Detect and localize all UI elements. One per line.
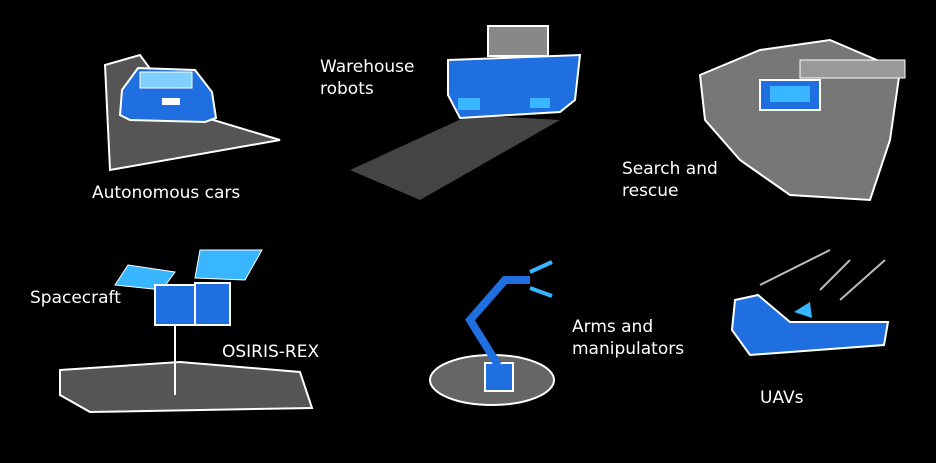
label-uavs: UAVs xyxy=(760,388,804,408)
spacecraft-illustration xyxy=(59,249,314,414)
robotic-arm-illustration xyxy=(429,260,555,406)
search-rescue-illustration xyxy=(698,38,906,202)
label-search-and-rescue: Search and rescue xyxy=(622,159,718,201)
label-osiris-rex: OSIRIS-REX xyxy=(222,342,320,362)
label-spacecraft: Spacecraft xyxy=(30,288,121,308)
autonomous-car-illustration xyxy=(103,53,281,172)
label-arms-and-manipulators: Arms and manipulators xyxy=(572,317,685,359)
label-autonomous-cars: Autonomous cars xyxy=(92,183,241,203)
warehouse-robot-illustration xyxy=(350,25,582,200)
label-warehouse-robots: Warehouse robots xyxy=(320,57,415,99)
uav-illustration xyxy=(730,249,890,357)
